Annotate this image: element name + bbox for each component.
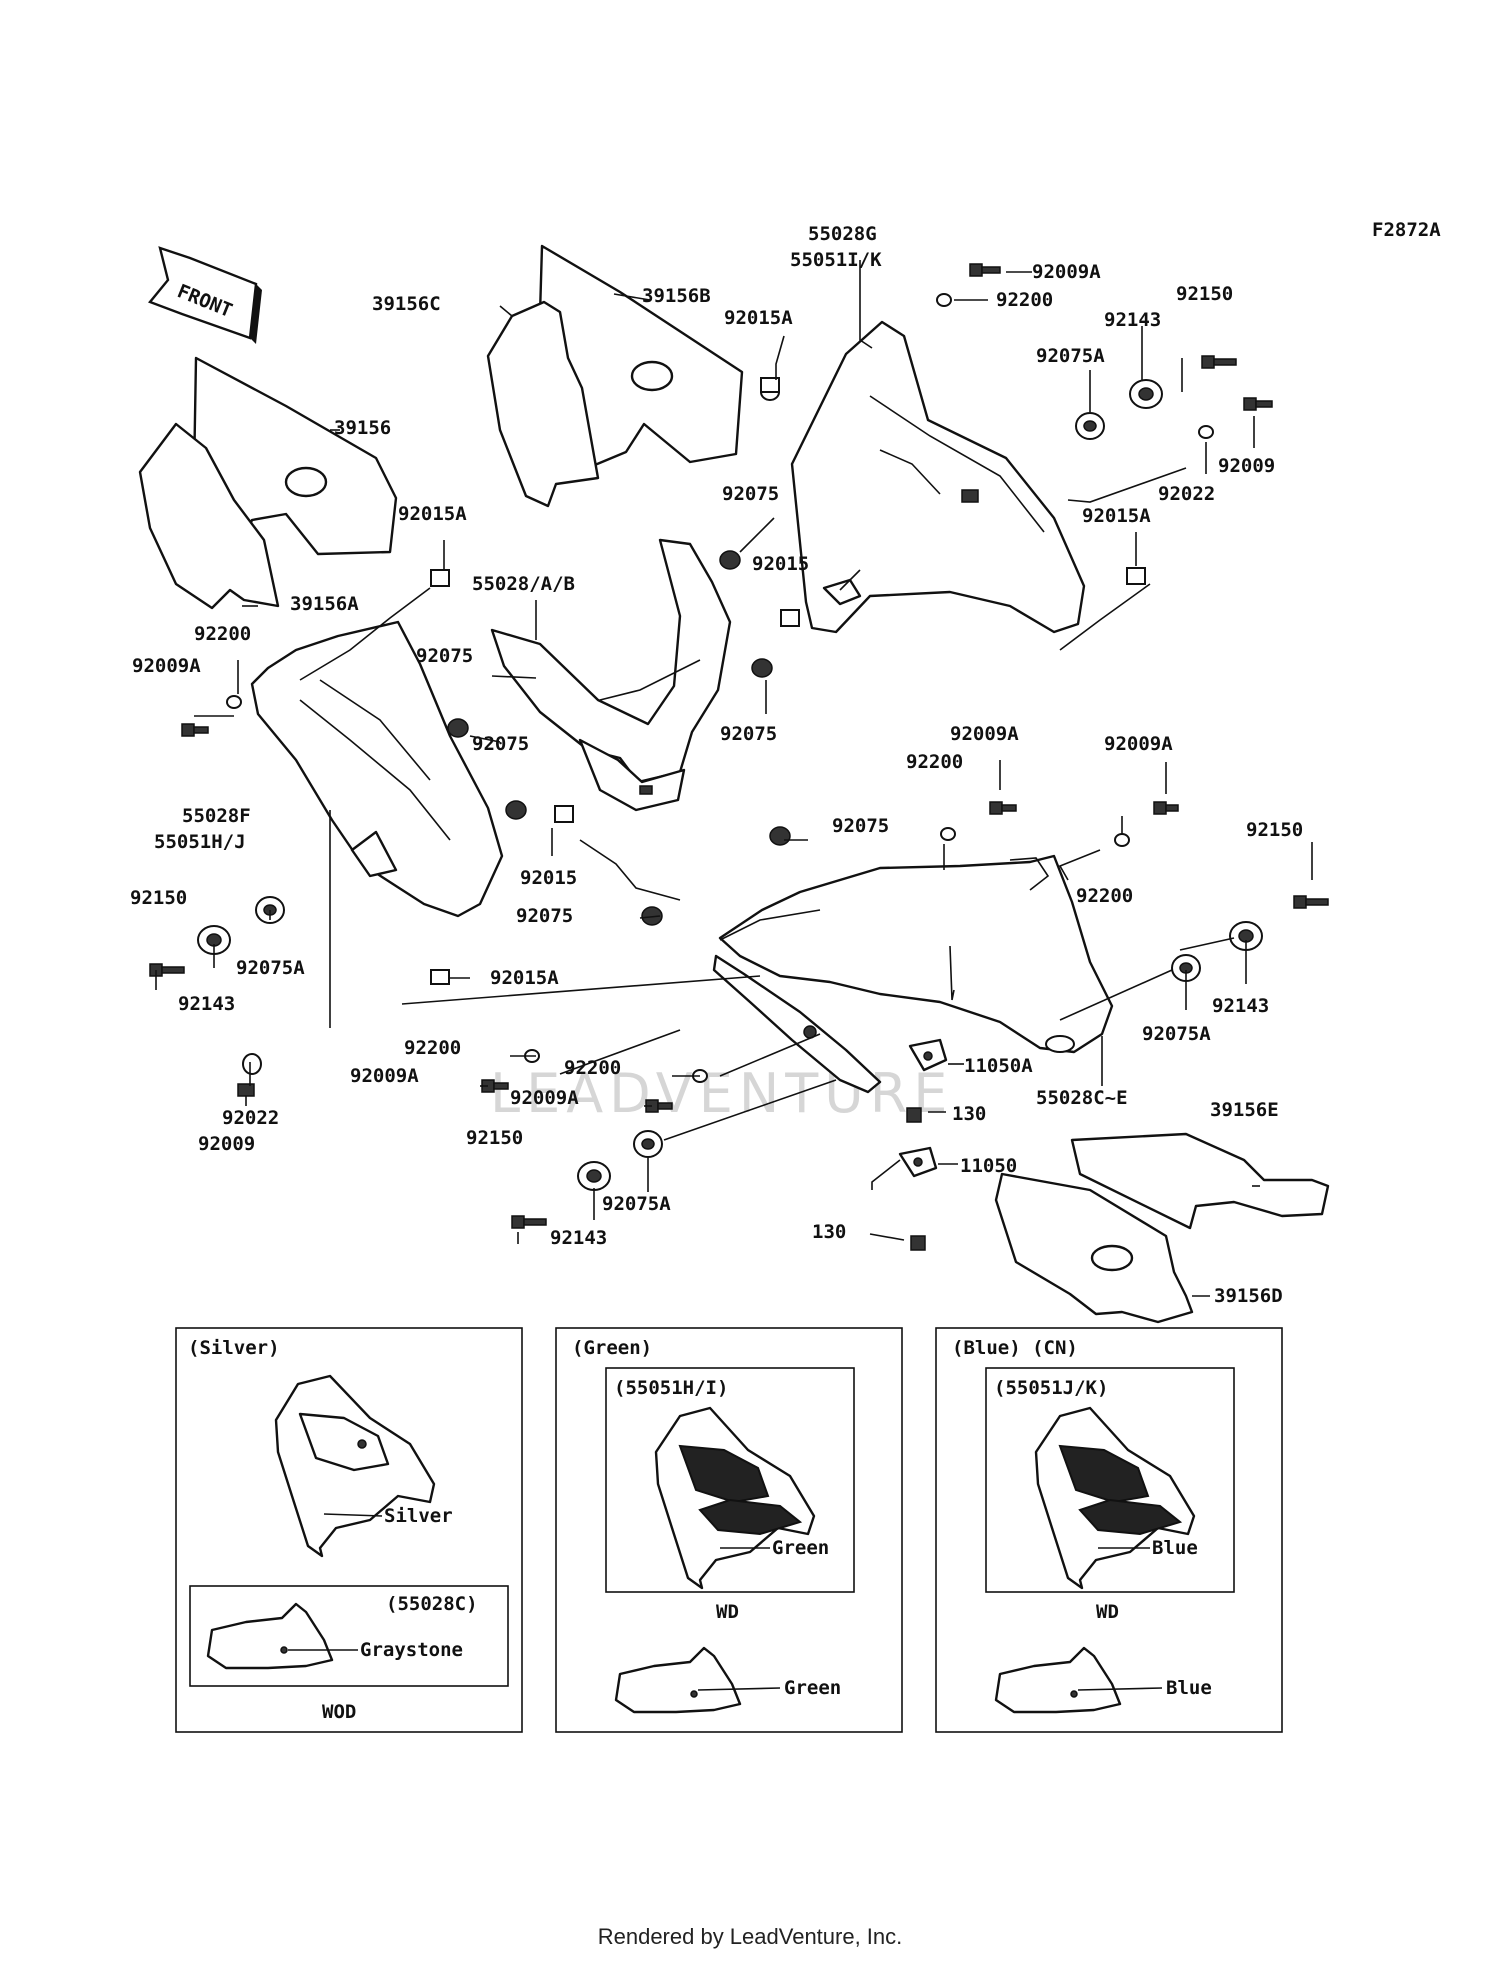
footer-credit: Rendered by LeadVenture, Inc. bbox=[597, 1924, 903, 1949]
label-92075A-bottom: 92075A bbox=[602, 1193, 671, 1215]
cowl-thumbnail-green bbox=[654, 1406, 816, 1590]
green-sub-box-title: (55051H/I) bbox=[614, 1377, 728, 1399]
label-92150-left: 92150 bbox=[130, 887, 187, 909]
upper-cowl-right bbox=[790, 320, 1086, 634]
label-92075-center: 92075 bbox=[472, 733, 529, 755]
callout-labels: 39156B 39156C 39156 39156A 55028G 55051I… bbox=[130, 223, 1303, 1307]
label-92200-top: 92200 bbox=[996, 289, 1053, 311]
label-92150-lowright: 92150 bbox=[1246, 819, 1303, 841]
label-55051H-J: 55051H/J bbox=[154, 831, 246, 853]
label-39156C: 39156C bbox=[372, 293, 441, 315]
label-130-upper: 130 bbox=[952, 1103, 986, 1125]
label-92009A-bottom-mid: 92009A bbox=[510, 1087, 579, 1109]
label-92200-lowright: 92200 bbox=[1076, 885, 1133, 907]
label-92075A-lowright: 92075A bbox=[1142, 1023, 1211, 1045]
variant-green-title: (Green) bbox=[572, 1337, 652, 1359]
label-55028G: 55028G bbox=[808, 223, 877, 245]
label-92075A-top: 92075A bbox=[1036, 345, 1105, 367]
label-92200-lowmid: 92200 bbox=[906, 751, 963, 773]
label-92075-bottom: 92075 bbox=[516, 905, 573, 927]
green-code: WD bbox=[716, 1601, 739, 1623]
pad-39156A bbox=[138, 422, 280, 610]
label-92075-mid: 92075 bbox=[720, 723, 777, 745]
label-11050: 11050 bbox=[960, 1155, 1017, 1177]
label-92143-left: 92143 bbox=[178, 993, 235, 1015]
label-92015-upper: 92015 bbox=[752, 553, 809, 575]
label-55028-A-B: 55028/A/B bbox=[472, 573, 575, 595]
label-92015-lower: 92015 bbox=[520, 867, 577, 889]
label-92200-left: 92200 bbox=[194, 623, 251, 645]
label-92200-bottom-left: 92200 bbox=[404, 1037, 461, 1059]
silver-code: WOD bbox=[322, 1701, 356, 1723]
variant-box-green: (Green) (55051H/I) Green WD Green bbox=[555, 1327, 903, 1733]
lower-cowl-thumbnail-green bbox=[614, 1646, 742, 1714]
silver-sub-color-label: Graystone bbox=[360, 1639, 463, 1661]
label-92009-left: 92009 bbox=[198, 1133, 255, 1155]
label-92015A-right: 92015A bbox=[1082, 505, 1151, 527]
label-92143-bottom: 92143 bbox=[550, 1227, 607, 1249]
blue-sub-box-title: (55051J/K) bbox=[994, 1377, 1108, 1399]
label-39156B: 39156B bbox=[642, 285, 711, 307]
label-92009A-lowmid: 92009A bbox=[950, 723, 1019, 745]
cowl-thumbnail-silver bbox=[274, 1374, 436, 1558]
variant-box-blue: (Blue) (CN) (55051J/K) Blue WD Blue bbox=[935, 1327, 1283, 1733]
label-92075-upper: 92075 bbox=[722, 483, 779, 505]
side-cowl-left bbox=[250, 620, 504, 918]
pad-39156E bbox=[1070, 1132, 1330, 1230]
pad-39156C bbox=[486, 300, 600, 508]
label-130-lower: 130 bbox=[812, 1221, 846, 1243]
upper-cowl-center bbox=[490, 538, 732, 812]
label-92143-top: 92143 bbox=[1104, 309, 1161, 331]
label-92015A-bottom: 92015A bbox=[490, 967, 559, 989]
label-55028F: 55028F bbox=[182, 805, 251, 827]
label-92075-lowmid: 92075 bbox=[832, 815, 889, 837]
label-55051I-K: 55051I/K bbox=[790, 249, 882, 271]
bracket-11050 bbox=[898, 1146, 938, 1178]
variant-blue-title: (Blue) (CN) bbox=[952, 1337, 1078, 1359]
variant-box-silver: (Silver) Silver (55028C) Graystone WOD bbox=[175, 1327, 523, 1733]
label-92022-left: 92022 bbox=[222, 1107, 279, 1129]
leader-lines bbox=[155, 260, 1313, 1297]
label-39156A: 39156A bbox=[290, 593, 359, 615]
label-92009A-bottom-left: 92009A bbox=[350, 1065, 419, 1087]
label-92075A-left: 92075A bbox=[236, 957, 305, 979]
pad-39156D bbox=[994, 1172, 1194, 1324]
label-39156D: 39156D bbox=[1214, 1285, 1283, 1307]
label-92150-top: 92150 bbox=[1176, 283, 1233, 305]
label-92009A-left: 92009A bbox=[132, 655, 201, 677]
silver-color-label: Silver bbox=[384, 1505, 453, 1527]
label-92200-bottom-mid: 92200 bbox=[564, 1057, 621, 1079]
figure-code: F2872A bbox=[1372, 219, 1441, 241]
lower-cowl-thumbnail-silver bbox=[206, 1602, 334, 1670]
label-39156: 39156 bbox=[334, 417, 391, 439]
green-color-label: Green bbox=[772, 1537, 829, 1559]
hardware-set bbox=[149, 263, 1329, 1251]
label-11050A: 11050A bbox=[964, 1055, 1033, 1077]
lower-cowl-thumbnail-blue bbox=[994, 1646, 1122, 1714]
green-lower-color-label: Green bbox=[784, 1677, 841, 1699]
silver-sub-box-title: (55028C) bbox=[386, 1593, 478, 1615]
label-39156E: 39156E bbox=[1210, 1099, 1279, 1121]
label-92009-right: 92009 bbox=[1218, 455, 1275, 477]
front-arrow-icon: FRONT bbox=[148, 246, 262, 344]
lower-cowl bbox=[718, 854, 1114, 1054]
bracket-11050A bbox=[908, 1038, 948, 1072]
label-92075-left: 92075 bbox=[416, 645, 473, 667]
label-55028C-E: 55028C~E bbox=[1036, 1087, 1128, 1109]
cowl-thumbnail-blue bbox=[1034, 1406, 1196, 1590]
label-92150-bottom: 92150 bbox=[466, 1127, 523, 1149]
variant-silver-title: (Silver) bbox=[188, 1337, 280, 1359]
inner-lower-panel bbox=[712, 954, 882, 1094]
label-92009A-top: 92009A bbox=[1032, 261, 1101, 283]
blue-code: WD bbox=[1096, 1601, 1119, 1623]
label-92143-lowright: 92143 bbox=[1212, 995, 1269, 1017]
label-92022-right: 92022 bbox=[1158, 483, 1215, 505]
blue-color-label: Blue bbox=[1152, 1537, 1198, 1559]
label-92015A-left: 92015A bbox=[398, 503, 467, 525]
label-92015A-top: 92015A bbox=[724, 307, 793, 329]
blue-lower-color-label: Blue bbox=[1166, 1677, 1212, 1699]
label-92009A-lowright: 92009A bbox=[1104, 733, 1173, 755]
